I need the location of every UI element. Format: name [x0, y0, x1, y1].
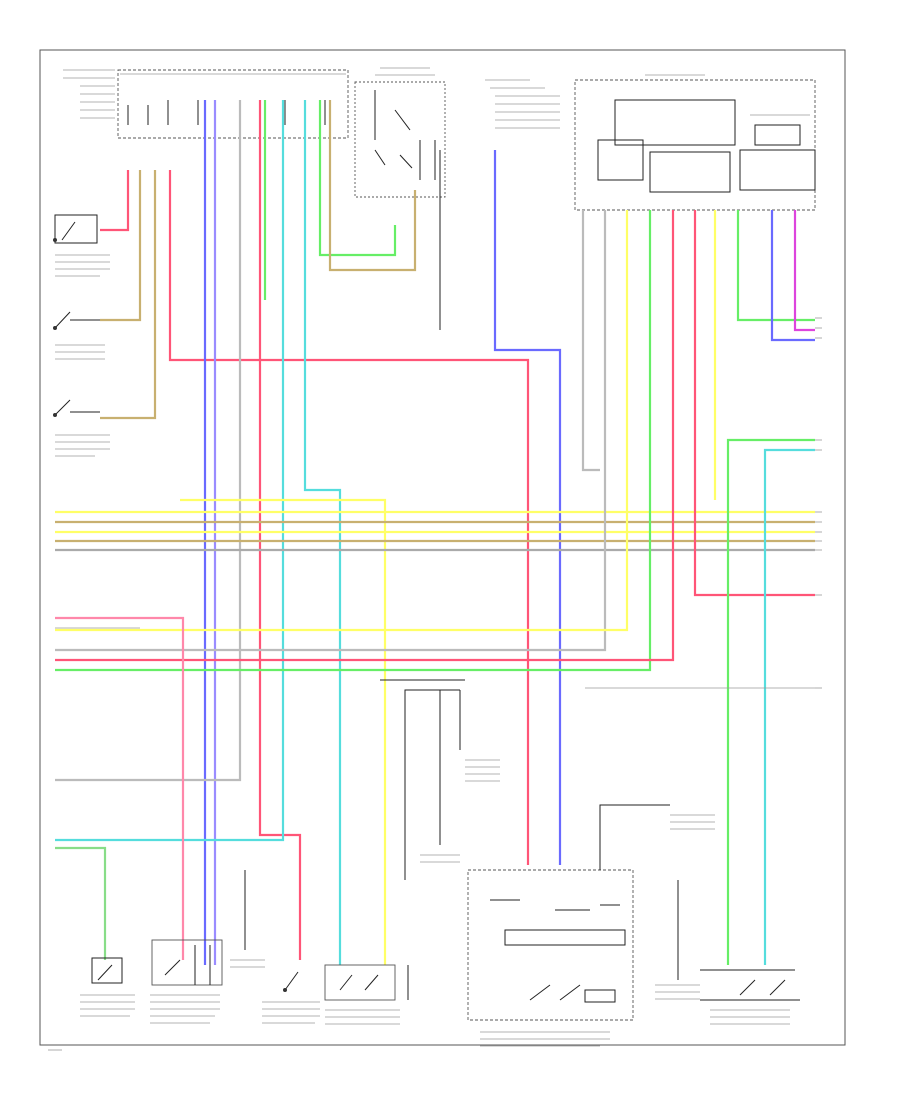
wire-tan-box — [328, 100, 417, 272]
wire-violet-r3 — [793, 210, 815, 332]
wire-green-r1 — [55, 210, 652, 672]
door-switch-2 — [53, 311, 105, 360]
wire-gray-r1 — [581, 210, 600, 472]
power-source-control-ecu — [574, 74, 816, 211]
wire-red-center — [258, 100, 302, 960]
door-switch-rear-right — [262, 971, 320, 1024]
wire-red-r1 — [55, 210, 675, 662]
luggage-switch-wires — [380, 679, 500, 1000]
wire-blue-right — [493, 150, 562, 865]
wire-tan-door-3 — [100, 170, 157, 420]
wire-gray-r2 — [55, 210, 607, 652]
wire-red-long — [168, 170, 530, 865]
door-lock-switch-module — [354, 67, 446, 198]
ground-point-right — [655, 880, 700, 1000]
wire-red-r2 — [693, 210, 815, 597]
door-lock-motor-rear — [150, 939, 223, 1024]
wire-blue-r3 — [770, 210, 815, 342]
wire-yellow-r1 — [55, 210, 629, 632]
door-switch-3 — [53, 399, 110, 457]
main-body-ecu — [117, 69, 349, 139]
wire-cyan-right — [303, 100, 342, 965]
wire-yellow-long — [180, 498, 387, 965]
wire-cyan-center — [55, 100, 285, 842]
ground-point-left — [230, 870, 265, 968]
right-edge-connector-labels — [815, 317, 822, 689]
diagram-frame — [39, 49, 846, 1046]
wire-cyan-right-bottom — [763, 448, 815, 965]
wire-red-door-1 — [100, 170, 130, 232]
ignition-switch-note — [485, 79, 560, 129]
door-switch-rear-left — [80, 957, 135, 1017]
wire-green-right-bottom — [726, 438, 815, 965]
wire-tan-door-2 — [100, 170, 142, 322]
wire-green-box — [318, 100, 397, 257]
multiplex-network-body-ecu — [467, 804, 715, 1047]
door-switch-1 — [53, 214, 110, 277]
wire-green-r2 — [736, 210, 815, 322]
wire-gray-left — [55, 100, 242, 782]
back-door-lock-module — [324, 964, 400, 1025]
top-left-label-block — [63, 69, 115, 119]
back-door-opener-switch — [700, 969, 800, 1025]
wire-green-lower-left — [55, 846, 107, 960]
wire-pink-left — [55, 616, 185, 960]
